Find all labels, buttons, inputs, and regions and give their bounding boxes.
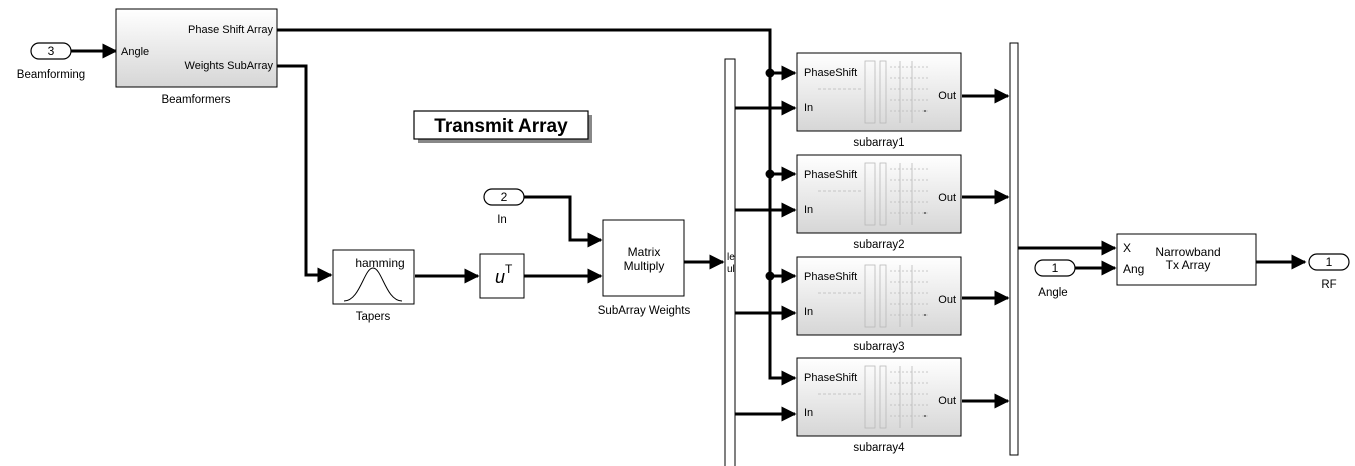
transpose-superscript: T bbox=[505, 262, 513, 276]
subarray-preview-icon bbox=[818, 365, 928, 429]
inport-number: 1 bbox=[1052, 261, 1059, 275]
subarray-body bbox=[796, 256, 962, 336]
wire-weights-to-tapers[interactable] bbox=[277, 64, 333, 283]
signal-lines bbox=[71, 28, 1307, 422]
wire-phase-shift[interactable] bbox=[277, 28, 797, 386]
branch-point bbox=[765, 169, 775, 179]
subarray-body bbox=[796, 52, 962, 132]
beamformers-label: Beamformers bbox=[161, 94, 230, 106]
multiply-label: SubArray Weights bbox=[598, 305, 691, 317]
inport-in[interactable]: 2 In bbox=[483, 188, 525, 226]
demux-glyph: ul bbox=[727, 264, 735, 275]
subarray-out-port: Out bbox=[938, 192, 956, 204]
narrowband-port-x: X bbox=[1123, 241, 1131, 255]
subarray-phaseshift-port: PhaseShift bbox=[804, 67, 857, 79]
wire-in-to-multiply[interactable] bbox=[524, 195, 603, 248]
demux-glyph: le bbox=[727, 252, 735, 263]
branch-point bbox=[765, 68, 775, 78]
demux-block[interactable]: le ul bbox=[724, 58, 736, 466]
narrowband-title-line2: Tx Array bbox=[1166, 258, 1211, 272]
outport-number: 1 bbox=[1326, 255, 1333, 269]
beamformers-phase-shift-port: Phase Shift Array bbox=[188, 24, 273, 36]
outport-label: RF bbox=[1321, 279, 1336, 291]
subarray-out-port: Out bbox=[938, 90, 956, 102]
subarray-out-port: Out bbox=[938, 294, 956, 306]
subarray-phaseshift-port: PhaseShift bbox=[804, 169, 857, 181]
subarray-in-port: In bbox=[804, 204, 813, 216]
model-title: Transmit Array bbox=[413, 110, 592, 143]
inport-number: 2 bbox=[501, 190, 508, 204]
subarray-preview-icon bbox=[818, 60, 928, 124]
narrowband-port-ang: Ang bbox=[1123, 262, 1144, 276]
subarray-preview-icon bbox=[818, 264, 928, 328]
subarray-in-port: In bbox=[804, 306, 813, 318]
tapers-block[interactable]: hamming Tapers bbox=[332, 249, 415, 323]
inport-label: Beamforming bbox=[17, 69, 85, 81]
transpose-symbol: u bbox=[495, 267, 505, 287]
multiply-line1: Matrix bbox=[628, 245, 661, 259]
title-text: Transmit Array bbox=[434, 116, 568, 137]
narrowband-title-line1: Narrowband bbox=[1155, 245, 1220, 259]
inport-label: In bbox=[497, 214, 507, 226]
subarray-in-port: In bbox=[804, 102, 813, 114]
inport-label: Angle bbox=[1038, 287, 1067, 299]
branch-point bbox=[765, 271, 775, 281]
inport-angle[interactable]: 1 Angle bbox=[1034, 259, 1076, 299]
subarray-body bbox=[796, 154, 962, 234]
subarray-label: subarray1 bbox=[853, 137, 904, 149]
inport-number: 3 bbox=[48, 44, 55, 58]
narrowband-tx-array-block[interactable]: X Ang Narrowband Tx Array bbox=[1116, 233, 1257, 286]
subarray-out-port: Out bbox=[938, 395, 956, 407]
subarrays-group: PhaseShiftInOutsubarray1PhaseShiftInOuts… bbox=[796, 52, 962, 454]
bell-curve-icon bbox=[343, 267, 403, 302]
beamformers-block[interactable]: Angle Phase Shift Array Weights SubArray… bbox=[115, 8, 278, 106]
inport-beamforming[interactable]: 3 Beamforming bbox=[17, 42, 85, 81]
subarray-label: subarray3 bbox=[853, 341, 904, 353]
mux-block[interactable] bbox=[1009, 42, 1019, 456]
matrix-multiply-block[interactable]: Matrix Multiply SubArray Weights bbox=[598, 219, 691, 317]
multiply-line2: Multiply bbox=[624, 259, 665, 273]
beamformers-input-port: Angle bbox=[121, 46, 149, 58]
tapers-label: Tapers bbox=[356, 311, 391, 323]
subarray-preview-icon bbox=[818, 162, 928, 226]
outport-rf[interactable]: 1 RF bbox=[1308, 253, 1350, 291]
subarray-phaseshift-port: PhaseShift bbox=[804, 372, 857, 384]
transpose-block[interactable]: u T bbox=[479, 253, 525, 299]
subarray-label: subarray2 bbox=[853, 239, 904, 251]
tapers-window-name: hamming bbox=[355, 256, 404, 270]
subarray-phaseshift-port: PhaseShift bbox=[804, 271, 857, 283]
subarray-in-port: In bbox=[804, 407, 813, 419]
subarray-label: subarray4 bbox=[853, 442, 905, 454]
beamformers-weights-port: Weights SubArray bbox=[185, 60, 274, 72]
subarray-body bbox=[796, 357, 962, 437]
